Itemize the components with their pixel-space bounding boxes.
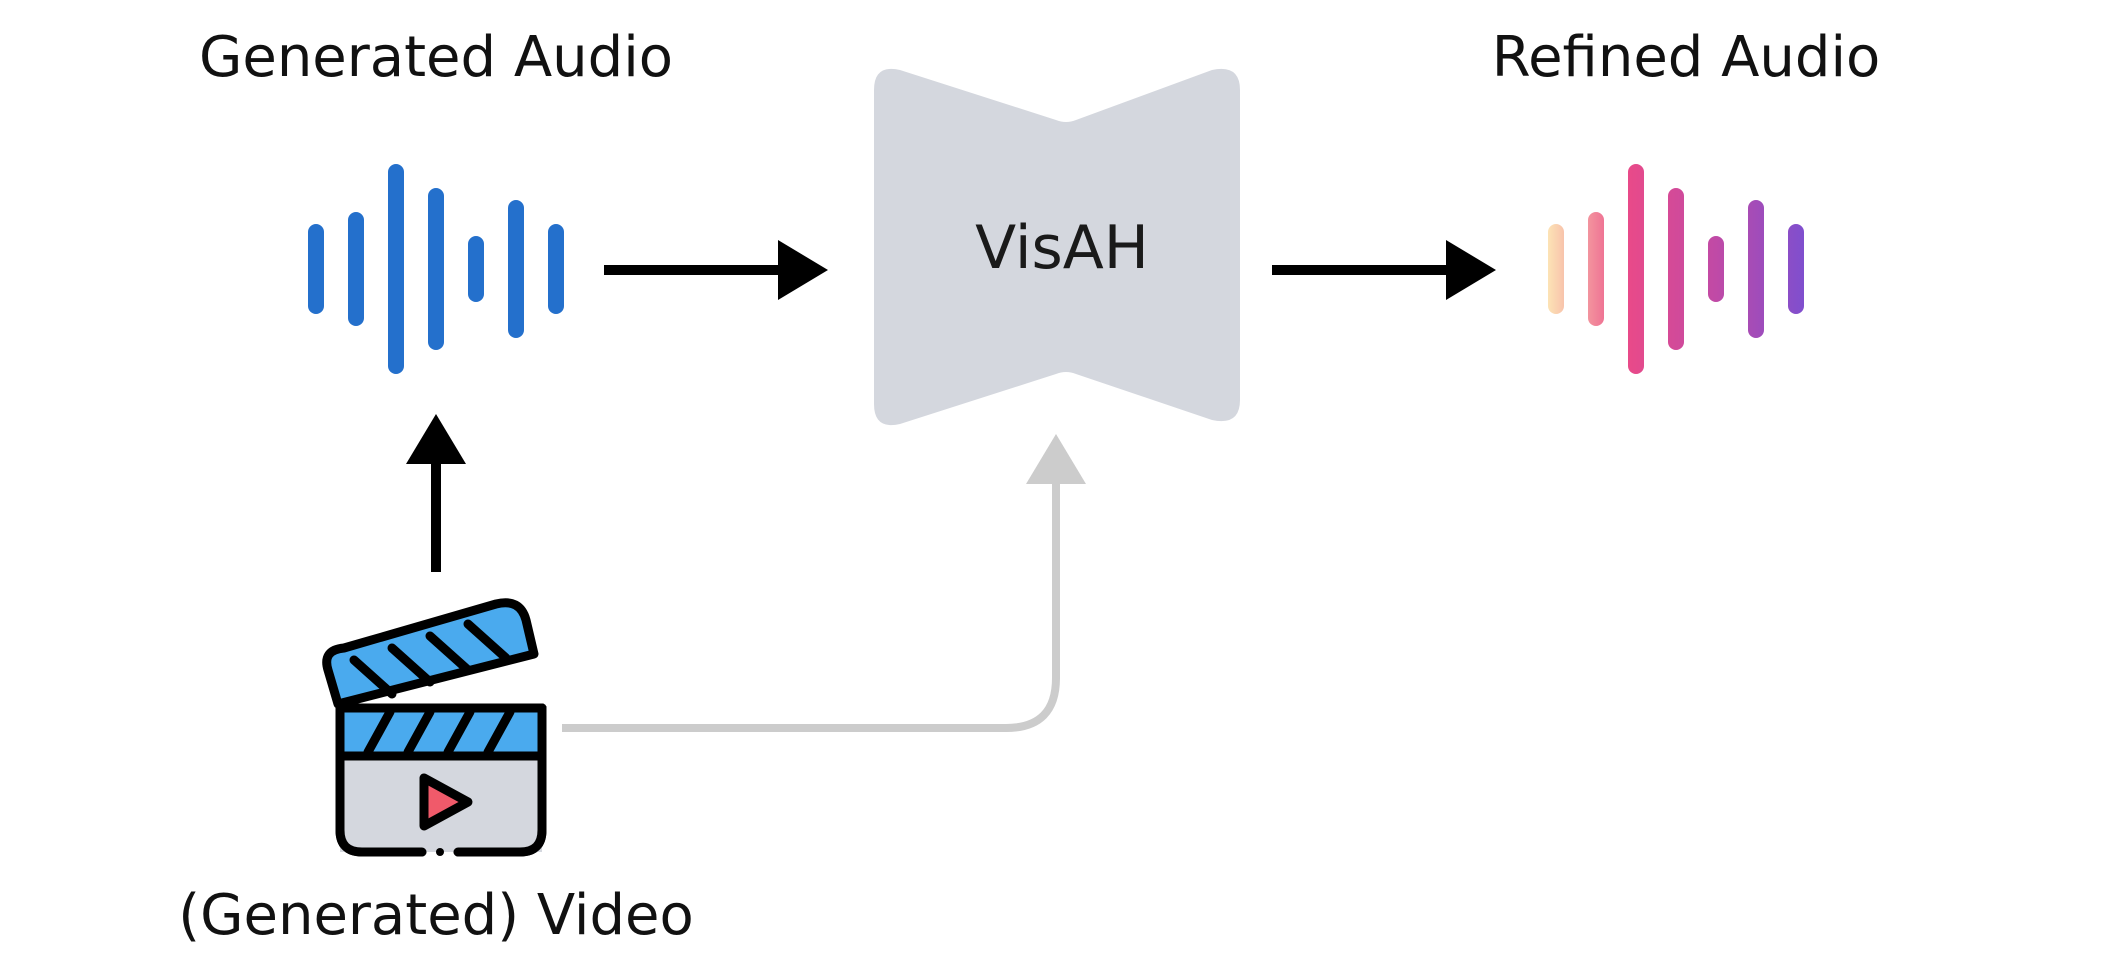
arrow-audio-to-model bbox=[604, 240, 828, 300]
arrow-model-to-output bbox=[1272, 240, 1496, 300]
video-label: (Generated) Video bbox=[178, 883, 694, 948]
refined-audio-label: Refined Audio bbox=[1491, 25, 1881, 90]
arrow-video-to-audio bbox=[406, 414, 466, 572]
input-audio-waveform-icon bbox=[308, 164, 564, 374]
refined-audio-waveform-icon bbox=[1548, 164, 1804, 374]
video-conditioning-connector bbox=[562, 434, 1086, 732]
model-block bbox=[874, 68, 1240, 426]
model-label: VisAH bbox=[975, 213, 1149, 283]
generated-audio-label: Generated Audio bbox=[198, 25, 674, 90]
clapperboard-play-icon bbox=[322, 598, 547, 857]
